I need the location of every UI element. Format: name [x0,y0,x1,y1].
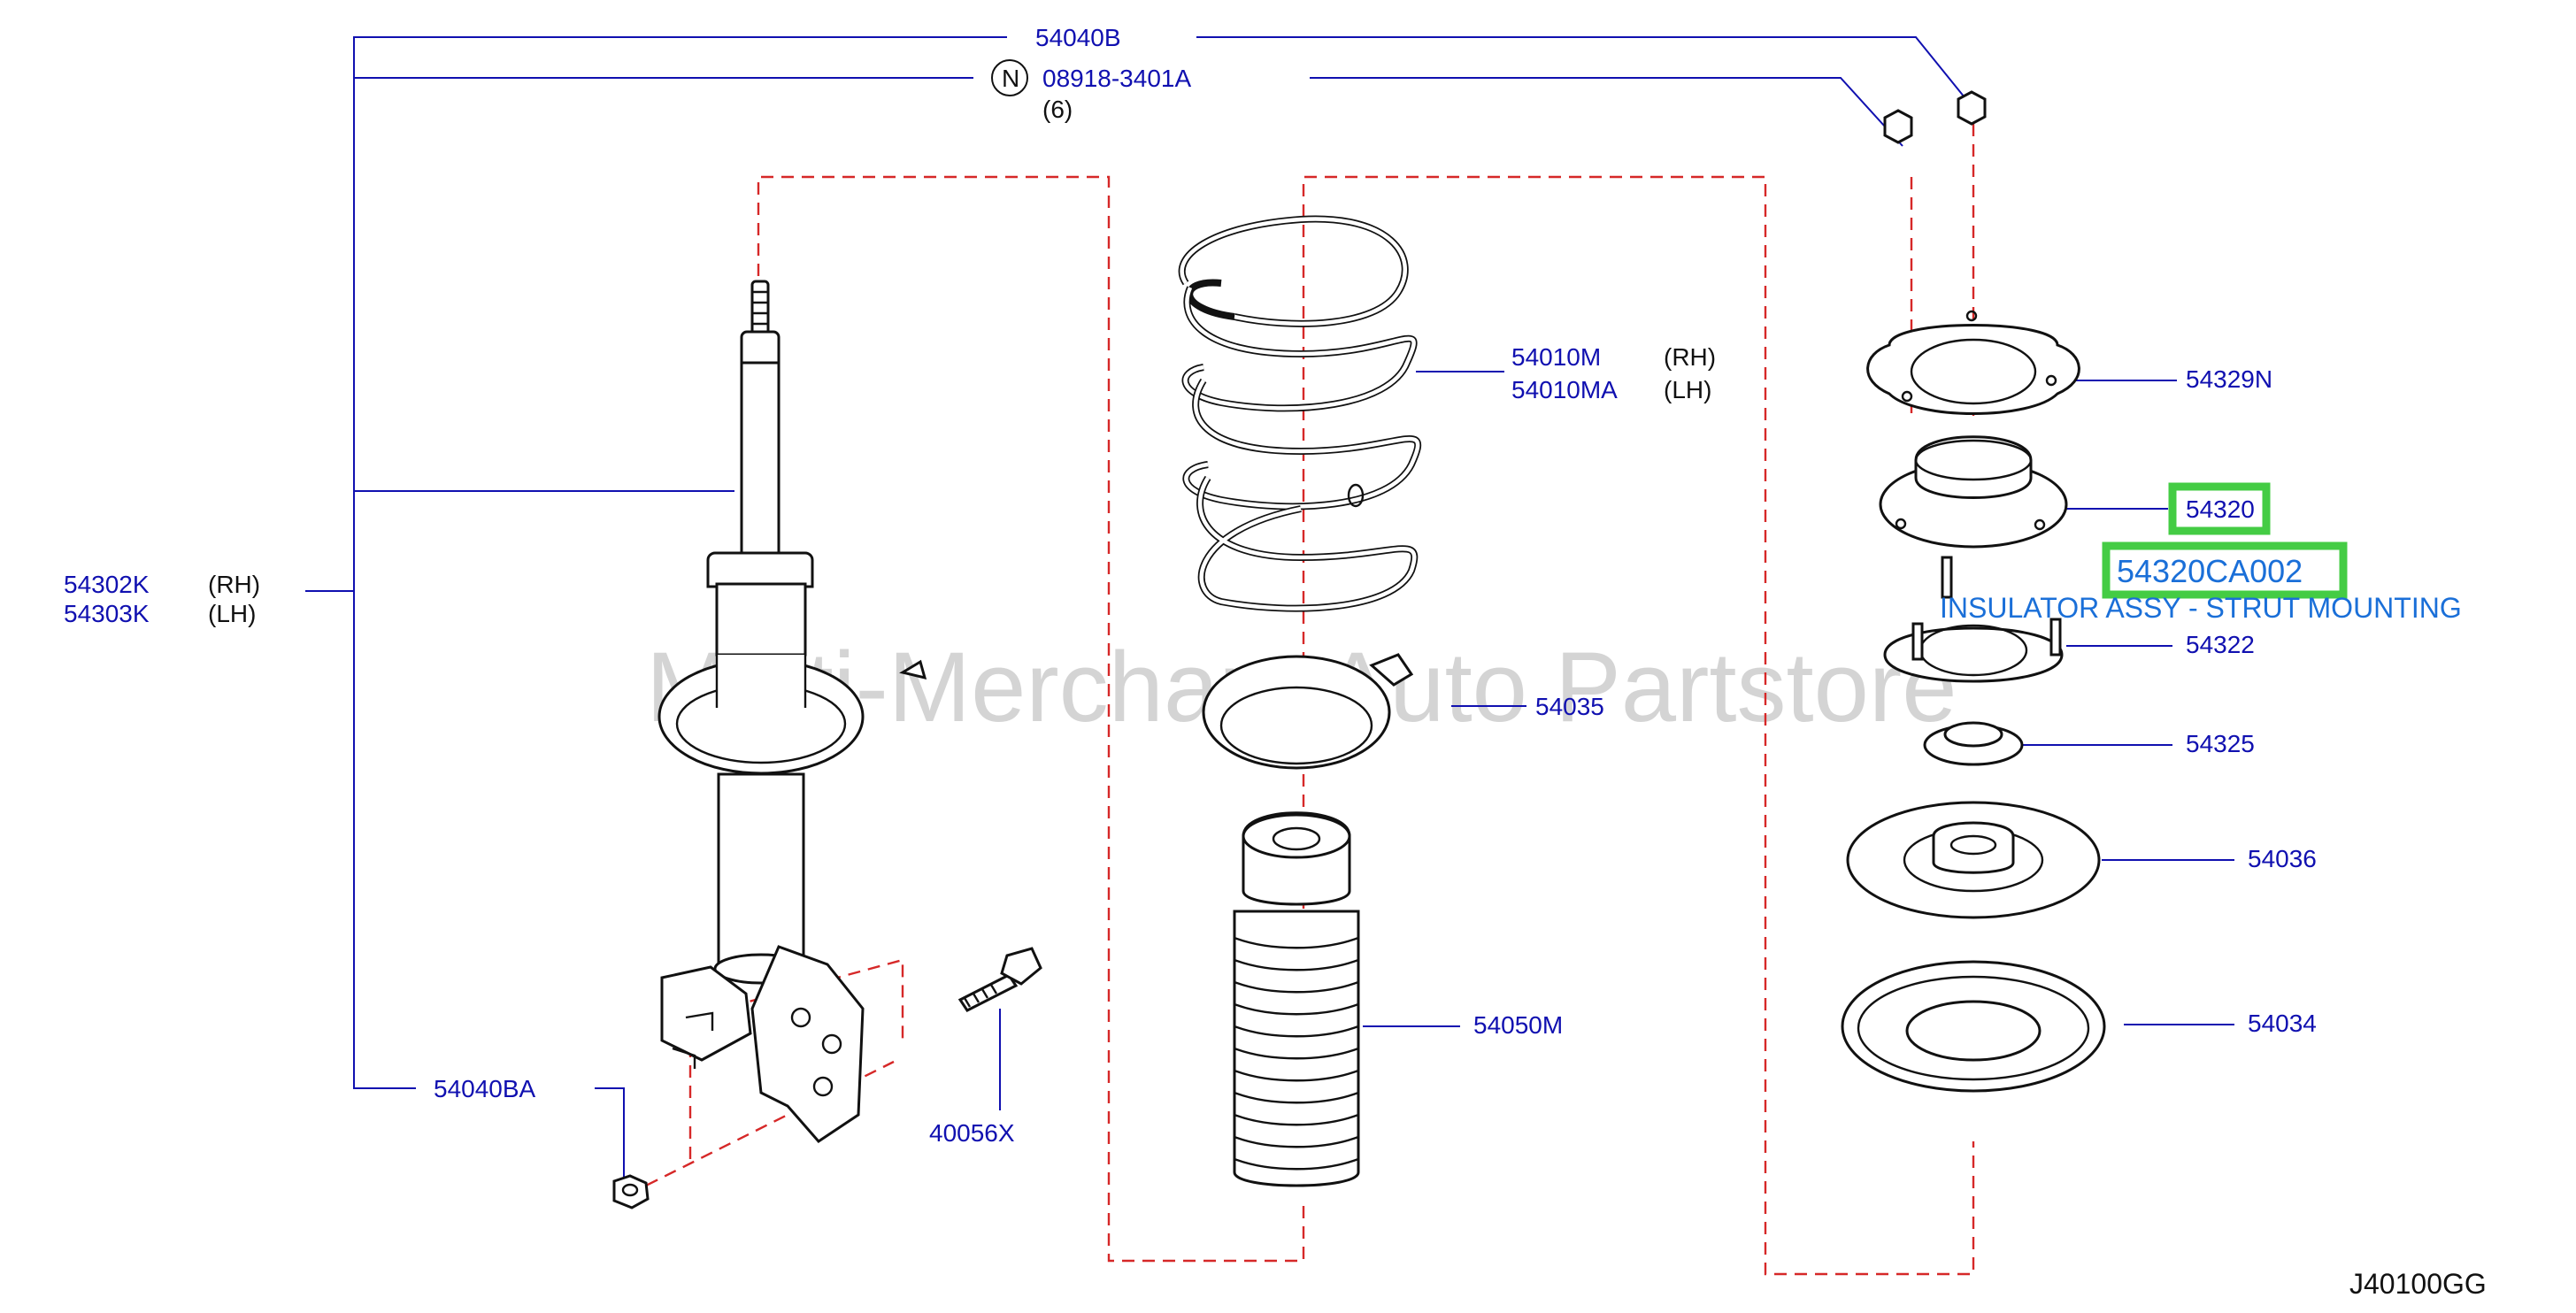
side-54303K: (LH) [208,600,256,627]
part-label-54329N[interactable]: 54329N [2186,365,2272,393]
spring-seat-drawing [1202,653,1414,770]
side-54010M: (RH) [1664,343,1716,371]
part-label-54320[interactable]: 54320 [2186,495,2255,523]
part-label-54302K[interactable]: 54302K [64,571,150,598]
bump-stop-boot-drawing [1233,811,1360,1187]
leader-lines [305,36,2234,1186]
part-qty-08918-3401A: (6) [1042,96,1073,123]
coil-spring-drawing [1178,215,1422,612]
side-54302K: (RH) [208,571,260,598]
part-label-54325[interactable]: 54325 [2186,730,2255,757]
part-label-40056X[interactable]: 40056X [929,1119,1015,1147]
diagram-code: J40100GG [2349,1268,2487,1300]
n-symbol-icon: N [991,59,1028,96]
part-label-54034[interactable]: 54034 [2248,1010,2317,1037]
side-54010MA: (LH) [1664,376,1711,403]
highlight-box-54320CA002 [2102,541,2348,599]
part-label-54010M[interactable]: 54010M [1511,343,1601,371]
part-label-54036[interactable]: 54036 [2248,845,2317,872]
highlight-part-number[interactable]: 54320CA002 [2117,553,2303,589]
strut-mount-stack-drawing [1841,90,2106,1093]
highlight-part-description: INSULATOR ASSY - STRUT MOUNTING [1940,592,2462,624]
part-label-54040BA[interactable]: 54040BA [434,1075,536,1102]
highlight-box-54320 [2168,482,2271,535]
strut-assembly-drawing [612,280,1042,1209]
part-label-54040B[interactable]: 54040B [1035,24,1121,51]
part-label-54035[interactable]: 54035 [1535,693,1604,720]
svg-text:N: N [1002,65,1019,92]
part-label-54050M[interactable]: 54050M [1473,1011,1563,1039]
part-label-54322[interactable]: 54322 [2186,631,2255,658]
part-label-54010MA[interactable]: 54010MA [1511,376,1618,403]
part-label-54303K[interactable]: 54303K [64,600,150,627]
part-label-08918-3401A[interactable]: 08918-3401A [1042,65,1191,92]
